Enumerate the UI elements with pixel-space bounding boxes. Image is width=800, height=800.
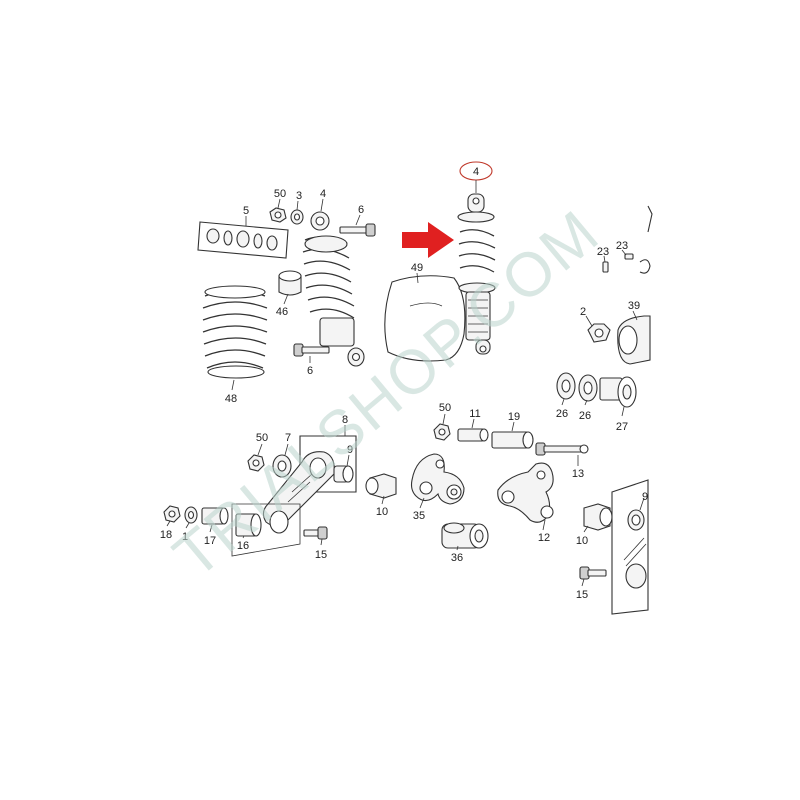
part-50-nut — [269, 207, 287, 223]
callout-26-a: 26 — [556, 408, 568, 420]
callout-18: 18 — [160, 529, 172, 541]
callout-23-right: 23 — [616, 240, 628, 252]
callout-19: 19 — [508, 411, 520, 423]
callout-9-left: 9 — [347, 444, 353, 456]
callout-4-left: 4 — [320, 188, 326, 200]
part-19-bearing-sleeve — [491, 431, 534, 449]
callout-36: 36 — [451, 552, 463, 564]
callout-39: 39 — [628, 300, 640, 312]
callout-15-left: 15 — [315, 549, 327, 561]
part-frame-fragment — [639, 205, 653, 274]
part-6-bolt-top — [339, 223, 376, 237]
callout-6-bottom: 6 — [307, 365, 313, 377]
callout-2: 2 — [580, 306, 586, 318]
part-48-spring — [202, 285, 268, 379]
part-2-nut — [587, 323, 611, 343]
callout-10-right: 10 — [576, 535, 588, 547]
part-26-bearing-b — [578, 374, 598, 402]
part-36-bushing — [441, 522, 489, 549]
part-50-nut-left — [247, 454, 265, 472]
callout-16: 16 — [237, 540, 249, 552]
part-7-washer — [272, 454, 292, 478]
part-12-rocker — [497, 462, 554, 523]
callout-11: 11 — [469, 408, 480, 420]
callout-48: 48 — [225, 393, 237, 405]
part-35-rocker — [410, 453, 465, 505]
part-9-bushing-left — [333, 465, 354, 483]
highlight-arrow-icon — [402, 222, 454, 258]
callout-12: 12 — [538, 532, 550, 544]
callout-6-top: 6 — [358, 204, 364, 216]
part-15-bolt-right — [579, 566, 607, 580]
callout-50-mid: 50 — [439, 402, 451, 414]
callout-1: 1 — [182, 531, 188, 543]
part-3-washer — [290, 209, 304, 225]
part-15-bolt-left — [303, 526, 328, 540]
callout-50-left: 50 — [256, 432, 268, 444]
callout-46: 46 — [276, 306, 288, 318]
part-27-spacer — [599, 376, 637, 408]
part-17-sleeve — [201, 507, 229, 525]
part-26-bearing-a — [556, 372, 576, 400]
part-6-bolt-bottom — [293, 343, 330, 357]
callout-23-left: 23 — [597, 246, 609, 258]
part-4-shock-highlighted — [457, 193, 496, 355]
callout-50-top: 50 — [274, 188, 286, 200]
callout-27: 27 — [616, 421, 628, 433]
callout-17: 17 — [204, 535, 216, 547]
callout-9-right: 9 — [642, 491, 648, 503]
callout-26-b: 26 — [579, 410, 591, 422]
part-right-linkage — [611, 479, 649, 615]
part-10-bushing-left — [365, 473, 397, 499]
part-4-shock-left — [302, 211, 365, 367]
callout-3: 3 — [296, 190, 302, 202]
callout-10-left: 10 — [376, 506, 388, 518]
part-13-bolt — [535, 442, 589, 456]
callout-13: 13 — [572, 468, 584, 480]
part-16-frame — [231, 503, 301, 557]
part-50-nut-mid — [433, 423, 451, 441]
part-linkage-arm — [262, 451, 335, 534]
part-39-bracket — [617, 315, 651, 365]
callout-8: 8 — [342, 414, 348, 426]
part-1-washer — [184, 506, 198, 524]
part-49-pad — [384, 275, 466, 362]
callout-4-highlighted: 4 — [473, 166, 479, 178]
callout-15-right: 15 — [576, 589, 588, 601]
part-5-kit — [197, 221, 289, 259]
part-46-bushing — [278, 270, 302, 296]
callout-7: 7 — [285, 432, 291, 444]
callout-49: 49 — [411, 262, 423, 274]
part-18-nut — [163, 505, 181, 523]
callout-5: 5 — [243, 205, 249, 217]
part-23-screws — [602, 253, 634, 273]
part-11-sleeve — [457, 428, 489, 442]
callout-35: 35 — [413, 510, 425, 522]
part-10-bushing-right — [583, 503, 613, 531]
